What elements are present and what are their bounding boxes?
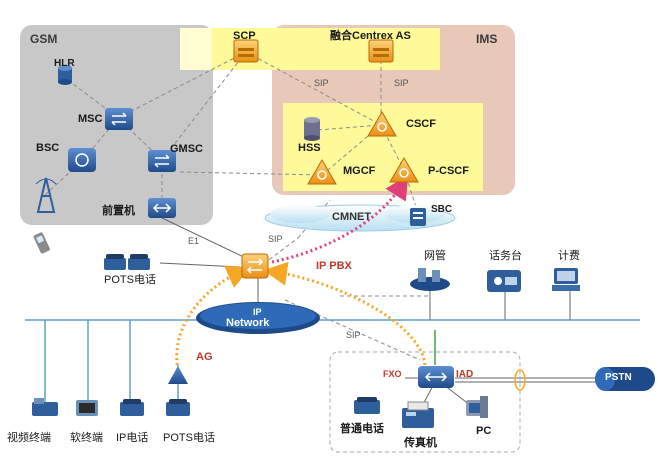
- mobile-phone-icon: [33, 232, 50, 254]
- terminal-label-video: 视频终端: [7, 432, 51, 444]
- video-terminal-icon: [32, 398, 58, 416]
- sbc-icon: [410, 208, 426, 226]
- hlr-label: HLR: [54, 58, 75, 69]
- front-machine-label: 前置机: [102, 205, 135, 217]
- base-station-icon: [35, 177, 57, 213]
- sip-pbx-label: SIP: [268, 234, 283, 244]
- hlr-database-icon: [58, 65, 72, 85]
- sbc-label: SBC: [431, 204, 453, 215]
- sip-scp-label: SIP: [314, 78, 329, 88]
- fax-label: 传真机: [404, 437, 437, 449]
- service-layer-highlight: [180, 28, 440, 70]
- pc-icon: [466, 396, 488, 418]
- operator-console-icon: [487, 270, 521, 292]
- iad-icon: [418, 366, 454, 388]
- billing-label: 计费: [558, 250, 580, 262]
- msc-label: MSC: [78, 113, 103, 125]
- ip-pbx-label: IP PBX: [316, 260, 352, 272]
- sip-as-label: SIP: [394, 78, 409, 88]
- hss-label: HSS: [298, 142, 321, 154]
- front-machine-icon: [148, 198, 176, 218]
- p-cscf-label: P-CSCF: [428, 165, 469, 177]
- sip-iad-label: SIP: [346, 330, 361, 340]
- cscf-icon: [367, 111, 397, 137]
- gsm-zone-label: GSM: [30, 32, 58, 46]
- ip-phone-icon: [120, 399, 144, 416]
- ip-network-label-line2: Network: [226, 317, 270, 329]
- p-cscf-icon: [389, 157, 419, 183]
- pc-label: PC: [476, 425, 492, 437]
- scp-server-icon: [233, 39, 259, 63]
- normal-phone-label: 普通电话: [340, 423, 384, 435]
- hss-database-icon: [304, 117, 320, 141]
- centrex-server-icon: [368, 39, 394, 63]
- network-mgmt-icon: [410, 268, 450, 291]
- msc-switch-icon: [105, 108, 133, 130]
- billing-icon: [552, 268, 580, 291]
- operator-console-label: 话务台: [489, 250, 522, 262]
- mgcf-icon: [307, 159, 337, 185]
- pstn-node: [595, 367, 655, 391]
- iad-to-pbx-arrow: [263, 261, 427, 366]
- bsc-controller-icon: [68, 148, 96, 172]
- terminal-label-pots: POTS电话: [163, 432, 215, 444]
- ip-network-cloud: [196, 302, 320, 334]
- lan-bus: [25, 319, 640, 410]
- terminal-label-soft: 软终端: [70, 432, 103, 444]
- network-mgmt-label: 网管: [424, 250, 446, 262]
- fxo-label: FXO: [383, 369, 402, 379]
- iad-label: IAD: [456, 369, 474, 380]
- ip-network-label-line1: IP: [253, 307, 262, 317]
- trunk-ring: [514, 369, 526, 391]
- pots-top-label: POTS电话: [104, 274, 156, 286]
- scp-highlight: [180, 28, 212, 70]
- cscf-label: CSCF: [406, 118, 436, 130]
- centrex-as-label: 融合Centrex AS: [330, 30, 411, 42]
- scp-label: SCP: [233, 30, 256, 42]
- soft-terminal-icon: [76, 400, 98, 416]
- ims-zone-label: IMS: [476, 32, 498, 46]
- e1-label: E1: [188, 236, 200, 246]
- normal-phone-icon: [354, 397, 380, 414]
- ag-gateway-icon: [168, 366, 188, 384]
- pots-phone-icon: [166, 399, 190, 416]
- gmsc-switch-icon: [148, 150, 176, 172]
- ag-label: AG: [196, 351, 213, 363]
- mgcf-label: MGCF: [343, 165, 376, 177]
- pbx-to-pcscf-arrow: [271, 174, 409, 264]
- enterprise-box: [329, 351, 521, 453]
- gmsc-label: GMSC: [170, 143, 203, 155]
- bsc-label: BSC: [36, 142, 60, 154]
- pots-phones-icon: [104, 254, 150, 270]
- fax-icon: [402, 401, 434, 428]
- terminal-label-ip-phone: IP电话: [116, 432, 149, 444]
- ag-to-pbx-arrow: [175, 265, 251, 371]
- pstn-label: PSTN: [605, 372, 632, 383]
- cmnet-label: CMNET: [332, 211, 372, 223]
- ip-pbx-icon: [241, 253, 269, 279]
